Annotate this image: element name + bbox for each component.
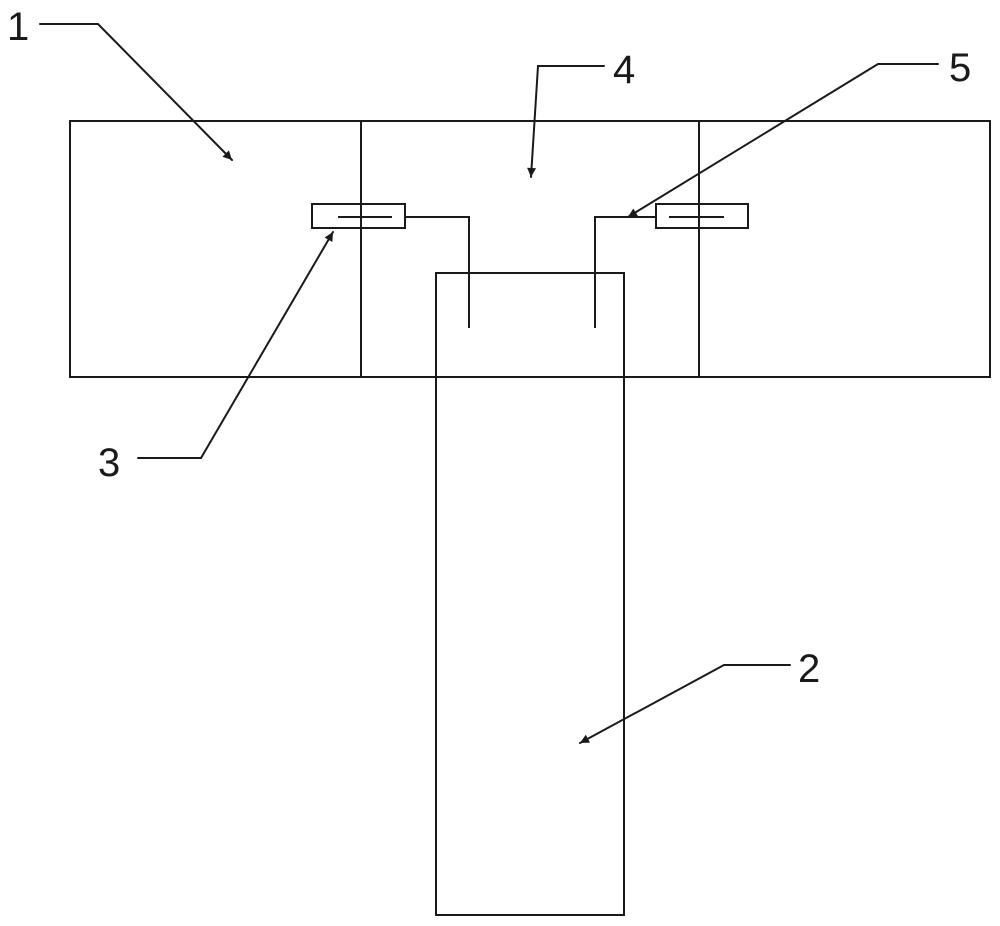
callout-labels: 1 4 5 3 2 <box>7 5 971 691</box>
label-part-5: 5 <box>949 46 971 90</box>
right-wire <box>594 216 657 328</box>
leader-lines <box>39 23 939 744</box>
left-wire <box>404 216 470 328</box>
left-connector <box>311 203 470 328</box>
label-part-3: 3 <box>98 441 120 485</box>
right-connector <box>594 203 749 328</box>
leader-1 <box>39 23 233 161</box>
label-part-1: 1 <box>7 5 29 49</box>
vertical-post <box>435 272 625 916</box>
leader-3 <box>137 231 334 459</box>
leader-4 <box>527 65 605 178</box>
leader-2 <box>579 664 791 744</box>
leader-5 <box>627 63 939 218</box>
horizontal-beam <box>69 120 991 378</box>
label-part-4: 4 <box>613 48 635 92</box>
label-part-2: 2 <box>798 647 820 691</box>
